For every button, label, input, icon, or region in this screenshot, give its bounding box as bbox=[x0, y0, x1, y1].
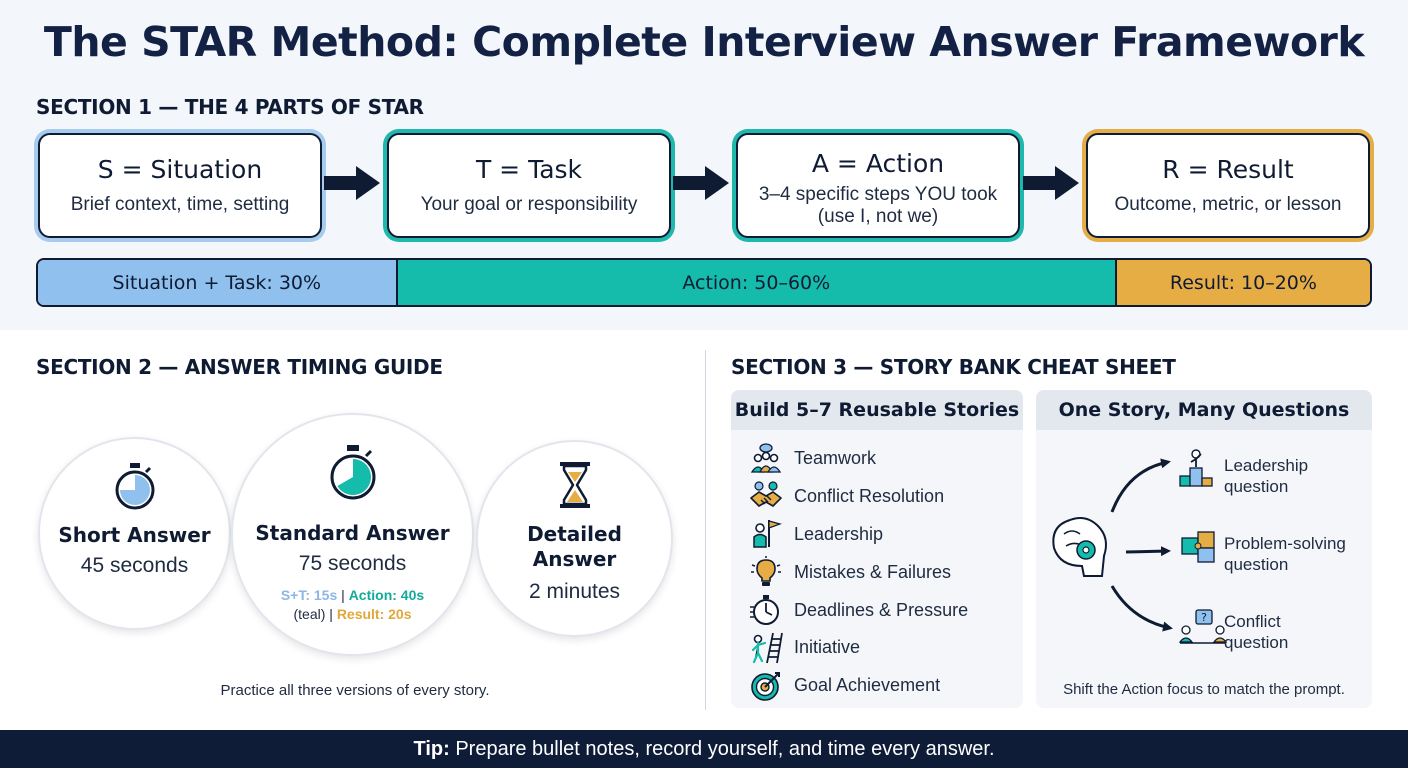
list-item: Mistakes & Failures bbox=[749, 553, 968, 591]
split-separator: | bbox=[341, 587, 345, 603]
detailed-answer-label: Detailed Answer bbox=[478, 522, 671, 572]
proportion-segment-result: Result: 10–20% bbox=[1116, 260, 1370, 305]
question-leadership-line1: Leadership bbox=[1224, 456, 1309, 475]
tip-footer: Tip: Prepare bullet notes, record yourse… bbox=[0, 730, 1408, 768]
question-conflict-line2: question bbox=[1224, 633, 1289, 652]
story-label-conflict: Conflict Resolution bbox=[794, 486, 945, 507]
one-story-title: One Story, Many Questions bbox=[1036, 390, 1372, 430]
star-situation-card: S = Situation Brief context, time, setti… bbox=[38, 133, 322, 238]
question-problem-line1: Problem-solving bbox=[1224, 534, 1346, 553]
standard-answer-circle: Standard Answer 75 seconds S+T: 15s | Ac… bbox=[231, 413, 474, 656]
handshake-icon bbox=[750, 481, 782, 507]
stopwatch-icon bbox=[750, 595, 779, 626]
split-result: Result: 20s bbox=[336, 606, 412, 622]
story-bank-panel: Build 5–7 Reusable Stories Teamwork Conf… bbox=[731, 390, 1023, 708]
star-task-card: T = Task Your goal or responsibility bbox=[387, 133, 671, 238]
tip-label: Tip: bbox=[413, 738, 450, 760]
star-task-desc: Your goal or responsibility bbox=[420, 194, 638, 215]
hourglass-icon bbox=[559, 462, 590, 508]
page-title: The STAR Method: Complete Interview Answ… bbox=[43, 18, 1365, 66]
star-action-card: A = Action 3–4 specific steps YOU took (… bbox=[736, 133, 1020, 238]
story-label-teamwork: Teamwork bbox=[794, 448, 877, 469]
story-label-leadership: Leadership bbox=[794, 523, 884, 544]
story-bank-title: Build 5–7 Reusable Stories bbox=[731, 390, 1023, 430]
short-answer-duration: 45 seconds bbox=[80, 554, 189, 577]
flag-leader-icon bbox=[753, 520, 782, 549]
conflict-icon: ? bbox=[1178, 609, 1228, 644]
question-problem-solving: Problem-solving question bbox=[1224, 533, 1346, 575]
target-icon bbox=[751, 671, 780, 701]
question-problem-line2: question bbox=[1224, 555, 1289, 574]
ladder-icon bbox=[751, 632, 783, 664]
standard-split-line2: (teal) | Result: 20s bbox=[233, 605, 472, 624]
timing-note: Practice all three versions of every sto… bbox=[220, 682, 490, 699]
question-conflict: Conflict question bbox=[1224, 611, 1288, 653]
detailed-answer-label-line1: Detailed bbox=[527, 522, 622, 546]
standard-answer-label: Standard Answer bbox=[255, 521, 450, 545]
detailed-answer-label-line2: Answer bbox=[532, 547, 617, 571]
story-label-initiative: Initiative bbox=[794, 637, 861, 658]
star-situation-title: S = Situation bbox=[97, 155, 263, 184]
list-item: Initiative bbox=[749, 629, 968, 667]
podium-icon bbox=[1179, 449, 1213, 487]
star-result-card: R = Result Outcome, metric, or lesson bbox=[1086, 133, 1370, 238]
story-label-mistakes: Mistakes & Failures bbox=[794, 561, 952, 582]
question-conflict-line1: Conflict bbox=[1224, 612, 1281, 631]
section-divider bbox=[705, 350, 706, 710]
detailed-answer-duration: 2 minutes bbox=[528, 580, 621, 603]
list-item: Leadership bbox=[749, 516, 968, 554]
tip-text: Prepare bullet notes, record yourself, a… bbox=[449, 738, 995, 760]
arrow-right-icon bbox=[324, 166, 380, 200]
question-leadership-line2: question bbox=[1224, 477, 1289, 496]
split-action: Action: 40s bbox=[348, 587, 425, 603]
story-flow-diagram: ? bbox=[1052, 449, 1228, 644]
detailed-answer-circle: Detailed Answer 2 minutes bbox=[476, 440, 673, 637]
proportion-segment-action: Action: 50–60% bbox=[397, 260, 1117, 305]
list-item: Deadlines & Pressure bbox=[749, 591, 968, 629]
story-list: Teamwork Conflict Resolution Leadership bbox=[749, 440, 968, 705]
split-separator: | bbox=[329, 606, 333, 622]
brain-gear-icon bbox=[1052, 517, 1107, 577]
section1-heading: SECTION 1 — THE 4 PARTS OF STAR bbox=[36, 95, 424, 119]
short-answer-circle: Short Answer 45 seconds bbox=[38, 437, 231, 630]
list-item: Goal Achievement bbox=[749, 667, 968, 705]
split-teal-note: (teal) bbox=[293, 606, 326, 622]
list-item: Conflict Resolution bbox=[749, 478, 968, 516]
action-focus-note: Shift the Action focus to match the prom… bbox=[1063, 681, 1345, 698]
question-leadership: Leadership question bbox=[1224, 455, 1308, 497]
arrow-right-icon bbox=[673, 166, 729, 200]
list-item: Teamwork bbox=[749, 440, 968, 478]
star-result-title: R = Result bbox=[1162, 155, 1294, 184]
short-answer-label: Short Answer bbox=[58, 523, 211, 547]
split-st: S+T: 15s bbox=[280, 587, 338, 603]
proportion-bar: Situation + Task: 30% Action: 50–60% Res… bbox=[36, 258, 1372, 307]
arrow-down-icon bbox=[1110, 585, 1173, 632]
one-story-panel: One Story, Many Questions bbox=[1036, 390, 1372, 708]
standard-split-line1: S+T: 15s | Action: 40s bbox=[233, 586, 472, 605]
arrow-right-icon bbox=[1125, 546, 1171, 557]
section2-heading: SECTION 2 — ANSWER TIMING GUIDE bbox=[36, 355, 443, 379]
star-situation-desc: Brief context, time, setting bbox=[70, 194, 290, 215]
lightbulb-icon bbox=[751, 556, 781, 587]
standard-answer-duration: 75 seconds bbox=[298, 552, 407, 575]
section3-heading: SECTION 3 — STORY BANK CHEAT SHEET bbox=[731, 355, 1176, 379]
proportion-segment-situation-task: Situation + Task: 30% bbox=[38, 260, 398, 305]
stopwatch-quarter-icon bbox=[115, 463, 154, 510]
star-result-desc: Outcome, metric, or lesson bbox=[1114, 194, 1342, 215]
puzzle-icon bbox=[1181, 531, 1215, 563]
star-action-desc: 3–4 specific steps YOU took (use I, not … bbox=[758, 184, 998, 227]
team-icon bbox=[750, 443, 782, 473]
story-label-deadlines: Deadlines & Pressure bbox=[794, 599, 969, 620]
arrow-up-icon bbox=[1110, 458, 1171, 513]
svg-text:?: ? bbox=[1201, 611, 1207, 624]
star-task-title: T = Task bbox=[475, 155, 583, 184]
arrow-right-icon bbox=[1023, 166, 1079, 200]
stopwatch-teal-icon bbox=[330, 445, 375, 500]
story-label-goal: Goal Achievement bbox=[794, 675, 941, 696]
star-action-title: A = Action bbox=[811, 149, 945, 178]
